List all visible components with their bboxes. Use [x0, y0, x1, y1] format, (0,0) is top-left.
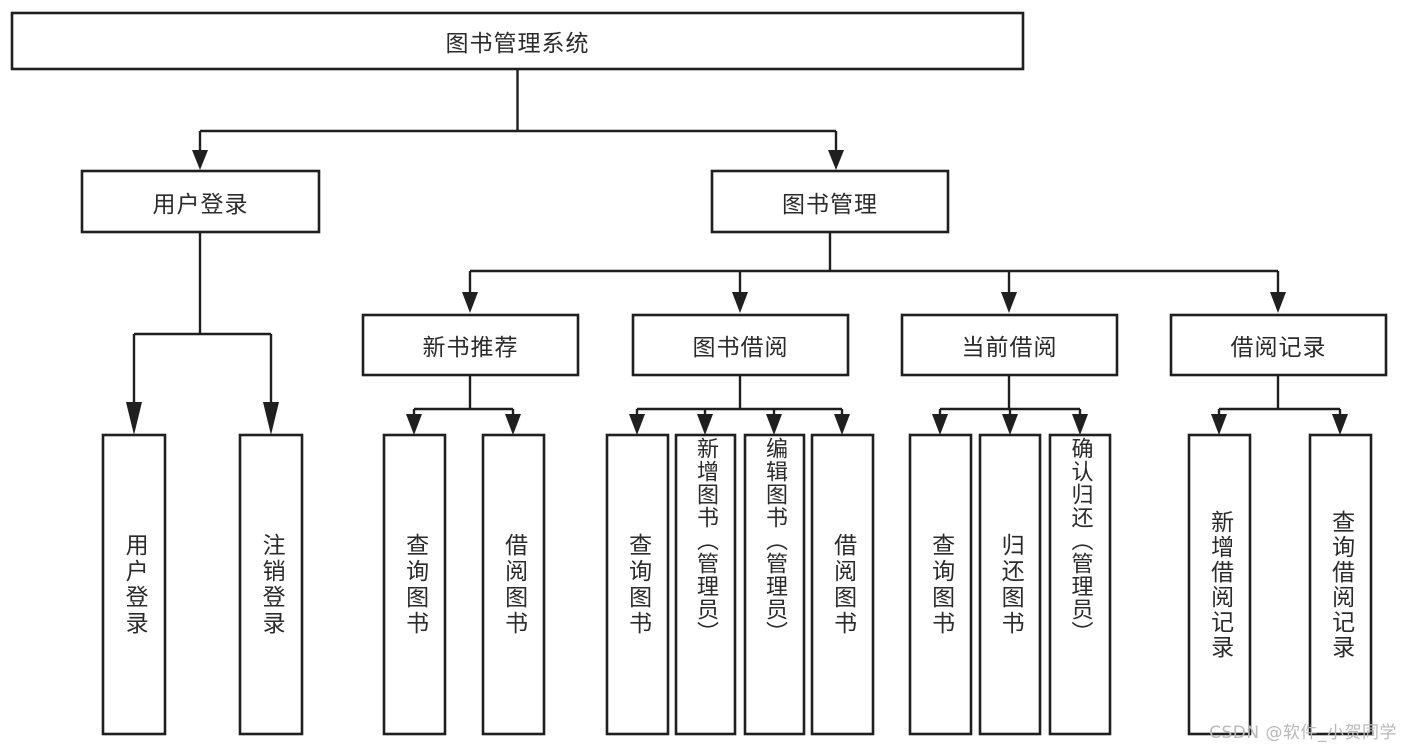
arrow-head-icon [406, 414, 422, 435]
connector-user-login-to-leaves [126, 232, 279, 435]
node-leaf-query-book-3[interactable] [908, 433, 973, 736]
node-leaf-return-book[interactable] [978, 433, 1042, 736]
node-leaf-confirm-return-admin[interactable] [1048, 433, 1112, 736]
arrow-head-icon [697, 414, 713, 435]
node-user-login[interactable] [80, 169, 321, 234]
arrow-head-icon [828, 150, 844, 170]
node-leaf-logout[interactable] [238, 433, 304, 736]
arrow-head-icon [126, 402, 142, 435]
connector-current-borrow-to-leaves [932, 375, 1088, 435]
node-root-book-management-system[interactable] [10, 11, 1025, 71]
arrow-head-icon [766, 414, 782, 435]
node-leaf-add-borrow-record[interactable] [1187, 433, 1252, 736]
arrow-head-icon [1332, 414, 1348, 435]
arrow-head-icon [505, 414, 521, 435]
arrow-head-icon [732, 292, 748, 313]
arrow-head-icon [1072, 414, 1088, 435]
node-current-borrow[interactable] [900, 313, 1119, 377]
watermark-text: CSDN @软件_小贺同学 [1209, 723, 1397, 743]
node-book-borrow[interactable] [631, 313, 850, 377]
node-leaf-user-login[interactable] [101, 433, 167, 736]
node-book-management[interactable] [710, 169, 950, 234]
node-leaf-edit-book-admin[interactable] [743, 433, 806, 736]
node-leaf-query-borrow-record[interactable] [1308, 433, 1373, 736]
node-leaf-add-book-admin[interactable] [674, 433, 737, 736]
arrow-head-icon [1270, 292, 1286, 313]
connector-book-borrow-to-leaves [629, 375, 850, 435]
node-leaf-borrow-book-1[interactable] [481, 433, 546, 736]
arrow-head-icon [263, 402, 279, 435]
connector-root-to-level2 [192, 69, 844, 170]
arrow-head-icon [1211, 414, 1227, 435]
arrow-head-icon [1001, 292, 1017, 313]
arrow-head-icon [932, 414, 948, 435]
node-new-book-recommend[interactable] [361, 313, 580, 377]
node-borrow-record[interactable] [1169, 313, 1388, 377]
node-leaf-borrow-book-2[interactable] [810, 433, 875, 736]
node-leaf-query-book-1[interactable] [382, 433, 447, 736]
arrow-head-icon [1002, 414, 1018, 435]
arrow-head-icon [629, 414, 645, 435]
arrow-head-icon [192, 150, 208, 170]
node-leaf-query-book-2[interactable] [605, 433, 670, 736]
connector-borrow-record-to-leaves [1211, 375, 1348, 435]
arrow-head-icon [834, 414, 850, 435]
connector-new-book-recommend-to-leaves [406, 375, 521, 435]
connector-book-management-to-level3 [462, 232, 1286, 313]
arrow-head-icon [462, 292, 478, 313]
